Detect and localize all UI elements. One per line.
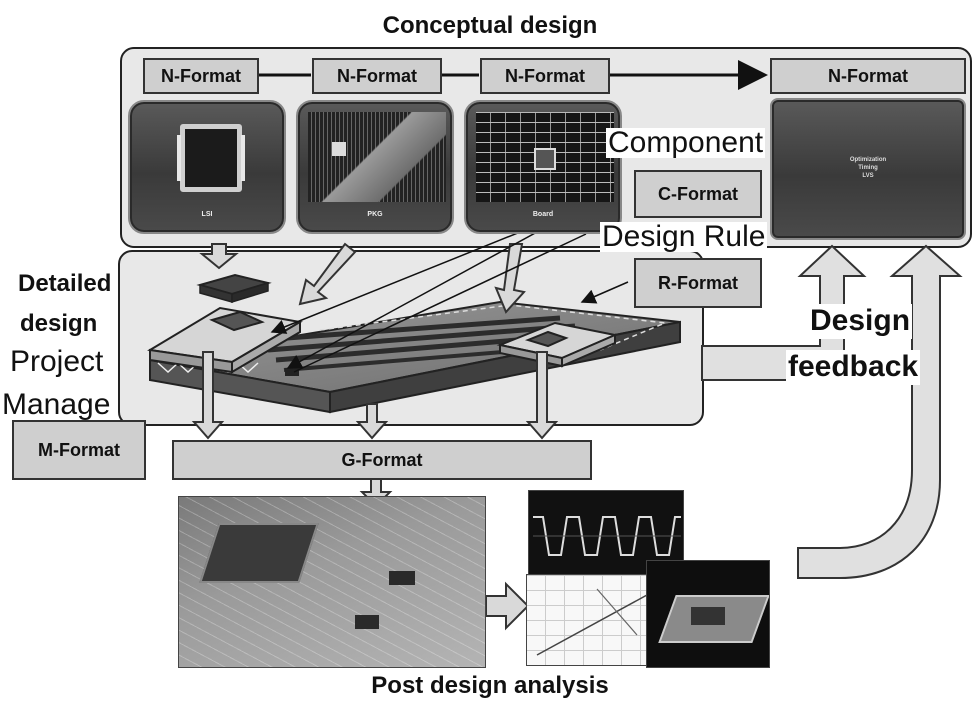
tile-pkg: PKG (296, 100, 454, 234)
board-render-photo (178, 496, 486, 668)
r-format-pointer (580, 281, 629, 304)
label-design: design (20, 310, 98, 337)
label-design-feedback-1: Design (808, 304, 913, 339)
tile-optimization: Optimization Timing LVS (770, 98, 966, 240)
title-post-design-analysis: Post design analysis (371, 672, 609, 699)
r-format-box: R-Format (634, 258, 762, 308)
graph-lines (536, 588, 648, 656)
n-format-box-1: N-Format (143, 58, 259, 94)
small-component (285, 368, 299, 376)
label-design-feedback-2: feedback (786, 350, 921, 385)
label-component: Component (606, 126, 766, 159)
label-detailed: Detailed (18, 270, 112, 297)
pkg-image (308, 112, 446, 202)
package-right (496, 321, 619, 368)
graph-plot (526, 574, 654, 666)
label-manage: Manage (2, 388, 111, 421)
tile-pkg-caption: PKG (367, 211, 383, 218)
tile-board-caption: Board (532, 211, 554, 218)
lsi-chip-icon (177, 124, 245, 192)
c-format-box: C-Format (634, 170, 762, 218)
n-format-box-2: N-Format (312, 58, 442, 94)
n-format-box-3: N-Format (480, 58, 610, 94)
waveform-graphic (533, 516, 681, 556)
title-conceptual-design: Conceptual design (382, 12, 598, 39)
tile-lsi: LSI (128, 100, 286, 234)
tile-board: Board (464, 100, 622, 234)
tile-lsi-caption: LSI (201, 211, 213, 218)
n-format-box-4: N-Format (770, 58, 966, 94)
label-design-rule: Design Rule (600, 220, 768, 253)
package-3d-render (646, 560, 770, 668)
opt-line-2: Timing (858, 165, 878, 171)
lsi-die (196, 273, 272, 304)
g-format-box: G-Format (172, 440, 592, 480)
opt-line-1: Optimization (849, 157, 887, 163)
label-project: Project (10, 345, 104, 378)
opt-line-3: LVS (862, 173, 874, 179)
m-format-box: M-Format (12, 420, 146, 480)
